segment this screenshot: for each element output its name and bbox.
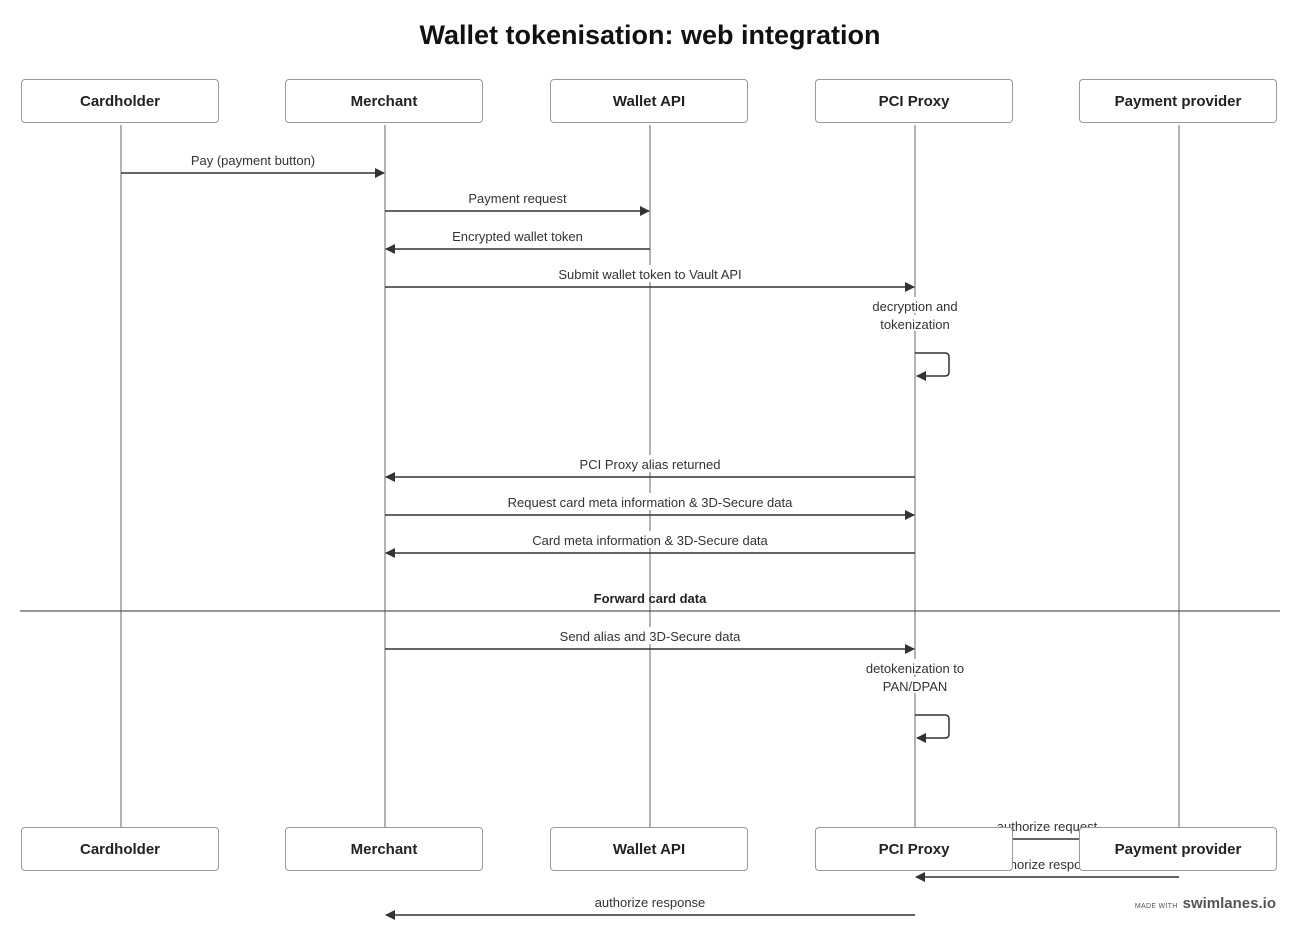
actor-merchant-bottom: Merchant	[285, 827, 483, 871]
actor-wallet-api-top: Wallet API	[550, 79, 748, 123]
message-2: Encrypted wallet token	[385, 227, 650, 254]
message-label: detokenization to	[866, 661, 964, 676]
actor-cardholder-top: Cardholder	[21, 79, 219, 123]
message-label: Card meta information & 3D-Secure data	[532, 533, 768, 548]
message-5: PCI Proxy alias returned	[385, 455, 915, 482]
message-0: Pay (payment button)	[121, 151, 385, 178]
footer-attribution: MADE WITH swimlanes.io	[1135, 895, 1276, 912]
message-label: authorize response	[992, 857, 1103, 872]
actor-merchant-top: Merchant	[285, 79, 483, 123]
message-label: Payment request	[468, 191, 567, 206]
diagram-title: Wallet tokenisation: web integration	[419, 20, 881, 50]
message-label: Encrypted wallet token	[452, 229, 583, 244]
swimlanes-brand: swimlanes.io	[1182, 895, 1276, 912]
message-label: authorize request	[997, 819, 1098, 834]
message-label: authorize response	[595, 895, 706, 910]
message-label: Submit wallet token to Vault API	[558, 267, 741, 282]
actor-wallet-api-bottom: Wallet API	[550, 827, 748, 871]
message-7: Card meta information & 3D-Secure data	[385, 531, 915, 558]
actor-payment-provider-top: Payment provider	[1079, 79, 1277, 123]
message-4: decryption and tokenization	[865, 297, 965, 381]
made-with-label: MADE WITH	[1134, 903, 1178, 910]
message-label: Pay (payment button)	[191, 153, 315, 168]
message-label: Send alias and 3D-Secure data	[560, 629, 741, 644]
message-1: Payment request	[385, 189, 650, 216]
actor-pci-proxy-bottom: PCI Proxy	[815, 827, 1013, 871]
message-9: Send alias and 3D-Secure data	[385, 627, 915, 654]
message-label: PCI Proxy alias returned	[580, 457, 721, 472]
message-10: detokenization to PAN/DPAN	[865, 659, 965, 743]
message-13: authorize response	[385, 893, 915, 920]
actor-cardholder-bottom: Cardholder	[21, 827, 219, 871]
message-12: authorize response	[915, 855, 1179, 882]
message-label: PAN/DPAN	[883, 679, 948, 694]
message-label: decryption and	[872, 299, 957, 314]
message-label: tokenization	[880, 317, 949, 332]
self-arrow	[915, 352, 950, 381]
message-6: Request card meta information & 3D-Secur…	[385, 493, 915, 520]
message-label: Request card meta information & 3D-Secur…	[508, 495, 793, 510]
actor-payment-provider-bottom: Payment provider	[1079, 827, 1277, 871]
section-label: Forward card data	[594, 591, 707, 606]
self-arrow	[915, 714, 950, 743]
message-3: Submit wallet token to Vault API	[385, 265, 915, 292]
actor-pci-proxy-top: PCI Proxy	[815, 79, 1013, 123]
